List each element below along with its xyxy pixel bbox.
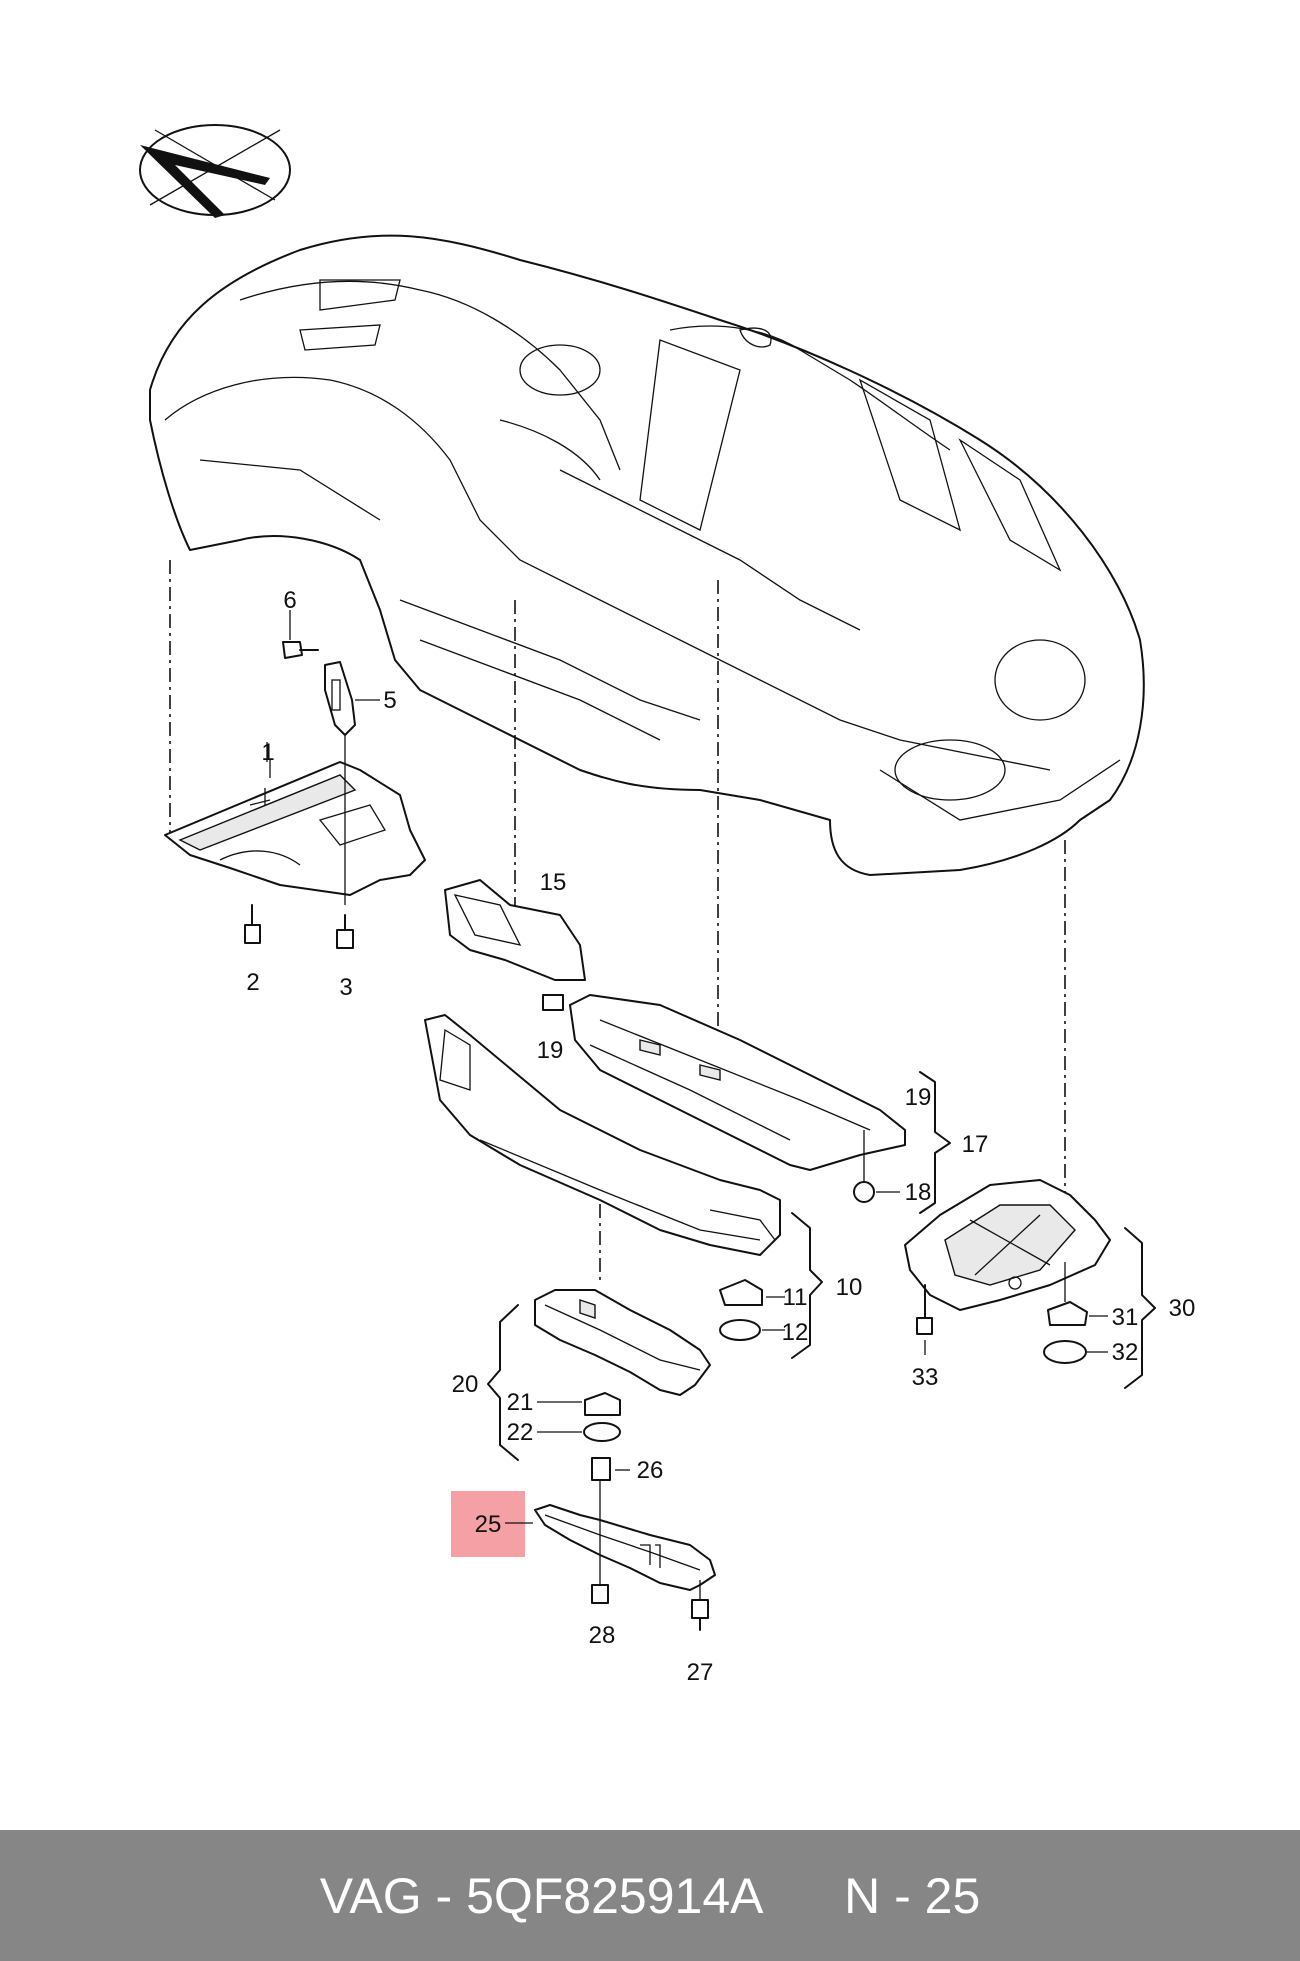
part-33-screw [916, 1284, 933, 1335]
part-26-nut [591, 1457, 611, 1481]
bracket-20 [487, 1304, 519, 1461]
part-31-clip [1047, 1301, 1088, 1326]
part-11-clip [719, 1279, 763, 1306]
callout-25: 25 [475, 1511, 502, 1538]
bracket-17 [919, 1071, 951, 1214]
callout-2: 2 [246, 969, 259, 996]
callout-11: 11 [783, 1284, 808, 1311]
part-30-rear-shield [904, 1179, 1111, 1311]
part-32-washer [1043, 1340, 1087, 1364]
callout-33: 33 [912, 1364, 939, 1391]
part-2-screw [244, 904, 261, 944]
car-body-underside [149, 234, 1145, 876]
part-3-screw [336, 914, 354, 949]
part-5-bracket [324, 661, 356, 736]
callout-15: 15 [540, 869, 567, 896]
bracket-30 [1124, 1227, 1156, 1389]
callout-19-bracket: 19 [905, 1084, 932, 1111]
callout-21: 21 [507, 1389, 534, 1416]
callout-3: 3 [339, 974, 352, 1001]
highlight-box-25 [451, 1491, 525, 1557]
bracket-10 [791, 1212, 823, 1359]
part-22-washer [583, 1422, 621, 1442]
callout-12: 12 [782, 1319, 809, 1346]
part-19-clip [542, 994, 564, 1011]
part-27-screw [691, 1599, 709, 1631]
callout-17: 17 [962, 1131, 989, 1158]
part-18-nut [853, 1130, 900, 1203]
part-20-shield [534, 1289, 711, 1396]
part-25-heat-shield [534, 1504, 716, 1591]
part-28-nut [591, 1584, 609, 1604]
part-15-panel [444, 879, 586, 981]
callout-20: 20 [452, 1371, 479, 1398]
callout-32: 32 [1112, 1339, 1139, 1366]
callout-30: 30 [1169, 1295, 1196, 1322]
callout-5: 5 [383, 687, 396, 714]
callout-31: 31 [1112, 1304, 1139, 1331]
orientation-icon [139, 124, 291, 218]
part-number-caption: VAG - 5QF825914A N - 25 [319, 1867, 981, 1924]
part-21-clip [584, 1392, 621, 1416]
callout-27: 27 [687, 1659, 714, 1686]
footer-bar: VAG - 5QF825914A N - 25 [0, 1830, 1300, 1961]
callout-22: 22 [507, 1419, 534, 1446]
part-10-tunnel-shield [424, 1014, 781, 1256]
callout-6: 6 [283, 587, 296, 614]
part-12-washer [719, 1319, 761, 1341]
part-17-tunnel-shield [569, 994, 906, 1171]
callout-19-clip: 19 [537, 1037, 564, 1064]
part-6-bolt [282, 641, 319, 659]
callout-26: 26 [637, 1457, 664, 1484]
parts-diagram: 1 2 3 5 6 10 11 12 15 17 18 19 19 20 21 … [139, 124, 1195, 1686]
callout-28: 28 [589, 1622, 616, 1649]
callout-labels: 1 2 3 5 6 10 11 12 15 17 18 19 19 20 21 … [246, 587, 1195, 1686]
callout-10: 10 [836, 1274, 863, 1301]
callout-1: 1 [261, 739, 274, 766]
leader-lines [169, 560, 1066, 1280]
part-1-engine-shield [164, 761, 426, 896]
callout-18: 18 [905, 1179, 932, 1206]
